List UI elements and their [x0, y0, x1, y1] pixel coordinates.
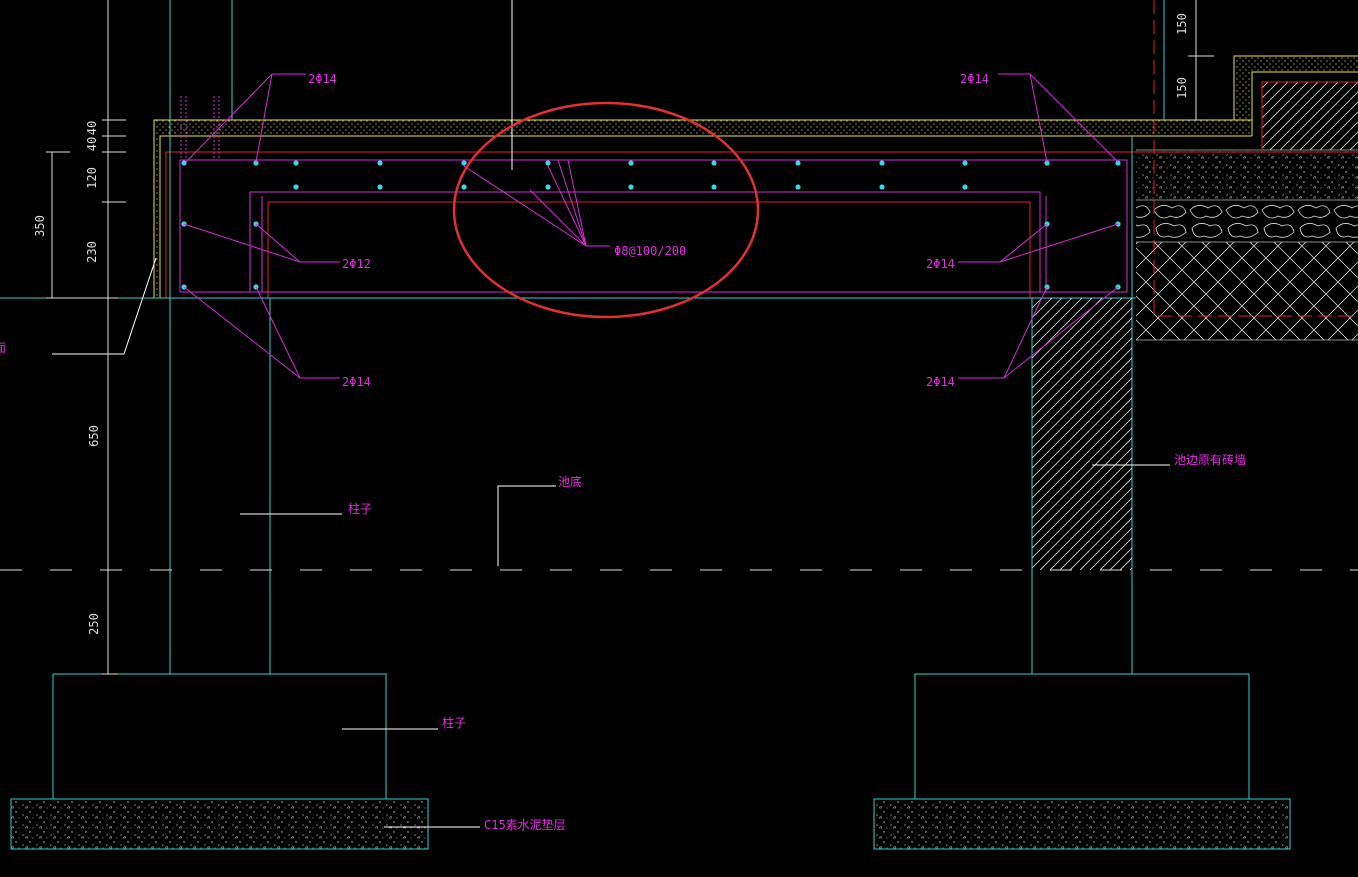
ground-layers — [1136, 82, 1358, 341]
dim-40-bottom: 40 — [85, 137, 99, 151]
dimension-chain-right — [1188, 0, 1214, 121]
rebar-dot — [795, 184, 801, 190]
label-pool-bottom: 池底 — [558, 474, 582, 489]
label-cushion: C15素水泥垫层 — [484, 817, 566, 832]
rebar-dot — [181, 160, 187, 166]
rebar-dot — [461, 184, 467, 190]
rebar-dot — [628, 184, 634, 190]
rebar-cage — [179, 159, 1128, 293]
rebar-dot — [795, 160, 801, 166]
label-column-upper: 柱子 — [348, 501, 372, 516]
dim-350: 350 — [33, 215, 47, 237]
rebar-dot — [1044, 160, 1050, 166]
label-existing-wall: 池边原有砖墙 — [1174, 452, 1246, 467]
rebar-dot — [377, 160, 383, 166]
dim-150-bottom: 150 — [1175, 77, 1189, 99]
label-rebar-bottom-left: 2Φ14 — [342, 375, 371, 389]
dim-40-top: 40 — [85, 121, 99, 135]
dimension-chain-left — [46, 0, 126, 675]
rebar-dots — [181, 160, 1121, 290]
label-leaders — [52, 0, 1170, 828]
dim-120: 120 — [85, 167, 99, 189]
label-rebar-top-left: 2Φ14 — [308, 72, 337, 86]
dim-230: 230 — [85, 241, 99, 263]
rebar-dot — [1115, 160, 1121, 166]
concrete-structure — [0, 0, 1291, 850]
red-outlines — [165, 0, 1358, 317]
rebar-dot — [461, 160, 467, 166]
rebar-dot — [711, 160, 717, 166]
label-stirrup: Φ8@100/200 — [614, 244, 686, 258]
rebar-dot — [628, 160, 634, 166]
label-rebar-top-right: 2Φ14 — [960, 72, 989, 86]
rebar-dot — [253, 160, 259, 166]
label-edge-cut: 面 — [0, 341, 6, 355]
stirrup-highlight-circle — [452, 101, 760, 319]
rebar-leaders — [183, 73, 1119, 379]
dim-250: 250 — [87, 613, 101, 635]
label-rebar-side-right: 2Φ14 — [926, 257, 955, 271]
rebar-dot — [711, 184, 717, 190]
rebar-dot — [293, 184, 299, 190]
dim-650: 650 — [87, 425, 101, 447]
rebar-dot — [545, 160, 551, 166]
rebar-dot — [545, 184, 551, 190]
dim-150-top: 150 — [1175, 13, 1189, 35]
rebar-dot — [879, 184, 885, 190]
label-rebar-side-left: 2Φ12 — [342, 257, 371, 271]
rebar-dot — [962, 184, 968, 190]
rebar-dot — [879, 160, 885, 166]
rebar-dot — [293, 160, 299, 166]
label-rebar-bottom-right: 2Φ14 — [926, 375, 955, 389]
label-column-footing: 柱子 — [442, 715, 466, 730]
existing-brick-wall — [1032, 298, 1132, 570]
rebar-dot — [377, 184, 383, 190]
rebar-dot — [962, 160, 968, 166]
